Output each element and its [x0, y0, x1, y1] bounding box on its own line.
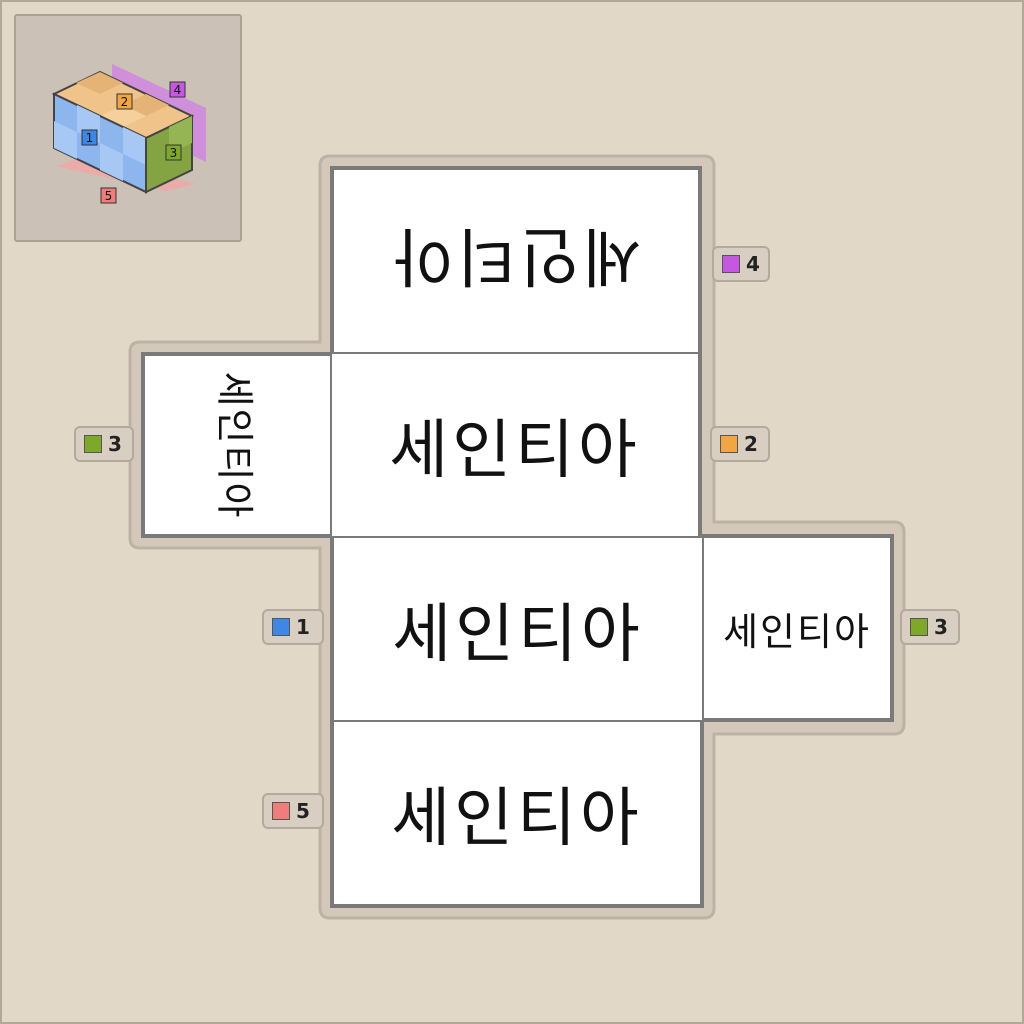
checker-tile — [123, 127, 146, 165]
preview-label-3: 3 — [170, 146, 178, 160]
tab-face-1-swatch — [272, 618, 290, 636]
face-middle[interactable]: 세인티아 — [330, 352, 702, 538]
tab-face-2-swatch — [720, 435, 738, 453]
preview-label-4-swatch — [169, 81, 186, 98]
tab-face-3-left-swatch — [84, 435, 102, 453]
preview-label-1: 1 — [86, 131, 94, 145]
preview-label-4: 4 — [174, 83, 182, 97]
tab-face-4-label: 4 — [746, 252, 760, 276]
tab-face-3-right-swatch — [910, 618, 928, 636]
face-lower[interactable]: 세인티아 — [330, 536, 704, 722]
face-middle-text: 세인티아 — [389, 414, 641, 488]
tab-face-2-label: 2 — [744, 432, 758, 456]
tab-face-5[interactable]: 5 — [262, 793, 324, 829]
tab-face-1-label: 1 — [296, 615, 310, 639]
tab-face-4[interactable]: 4 — [712, 246, 770, 282]
face-right[interactable]: 세인티아 — [702, 534, 894, 722]
face-left[interactable]: 세인티아 — [141, 352, 333, 538]
checker-tile — [76, 72, 123, 94]
face-top[interactable]: 세인티아 — [330, 166, 702, 354]
tab-face-2[interactable]: 2 — [710, 426, 770, 462]
checker-tile — [100, 143, 123, 181]
tab-face-3-left[interactable]: 3 — [74, 426, 134, 462]
tab-face-4-swatch — [722, 255, 740, 273]
tab-face-3-left-label: 3 — [108, 432, 122, 456]
checker-tile — [54, 121, 77, 159]
face-left-text: 세인티아 — [212, 371, 257, 519]
face-lower-text: 세인티아 — [392, 598, 644, 672]
preview-label-2-swatch — [116, 93, 133, 110]
tab-face-5-label: 5 — [296, 799, 310, 823]
face-bottom[interactable]: 세인티아 — [330, 720, 704, 908]
preview-label-5-swatch — [100, 187, 117, 204]
tab-face-3-right-label: 3 — [934, 615, 948, 639]
preview-label-5: 5 — [105, 189, 113, 203]
box-preview-drawing: 1 2 3 4 5 — [51, 64, 206, 204]
box-preview: 1 2 3 4 5 — [14, 14, 242, 242]
tab-face-5-swatch — [272, 802, 290, 820]
preview-label-1-swatch — [81, 129, 98, 146]
face-right-text: 세인티아 — [723, 609, 871, 654]
preview-label-2: 2 — [121, 95, 129, 109]
tab-face-3-right[interactable]: 3 — [900, 609, 960, 645]
preview-label-3-swatch — [165, 144, 182, 161]
face-top-text: 세인티아 — [390, 218, 642, 292]
face-bottom-text: 세인티아 — [391, 782, 643, 856]
tab-face-1[interactable]: 1 — [262, 609, 324, 645]
